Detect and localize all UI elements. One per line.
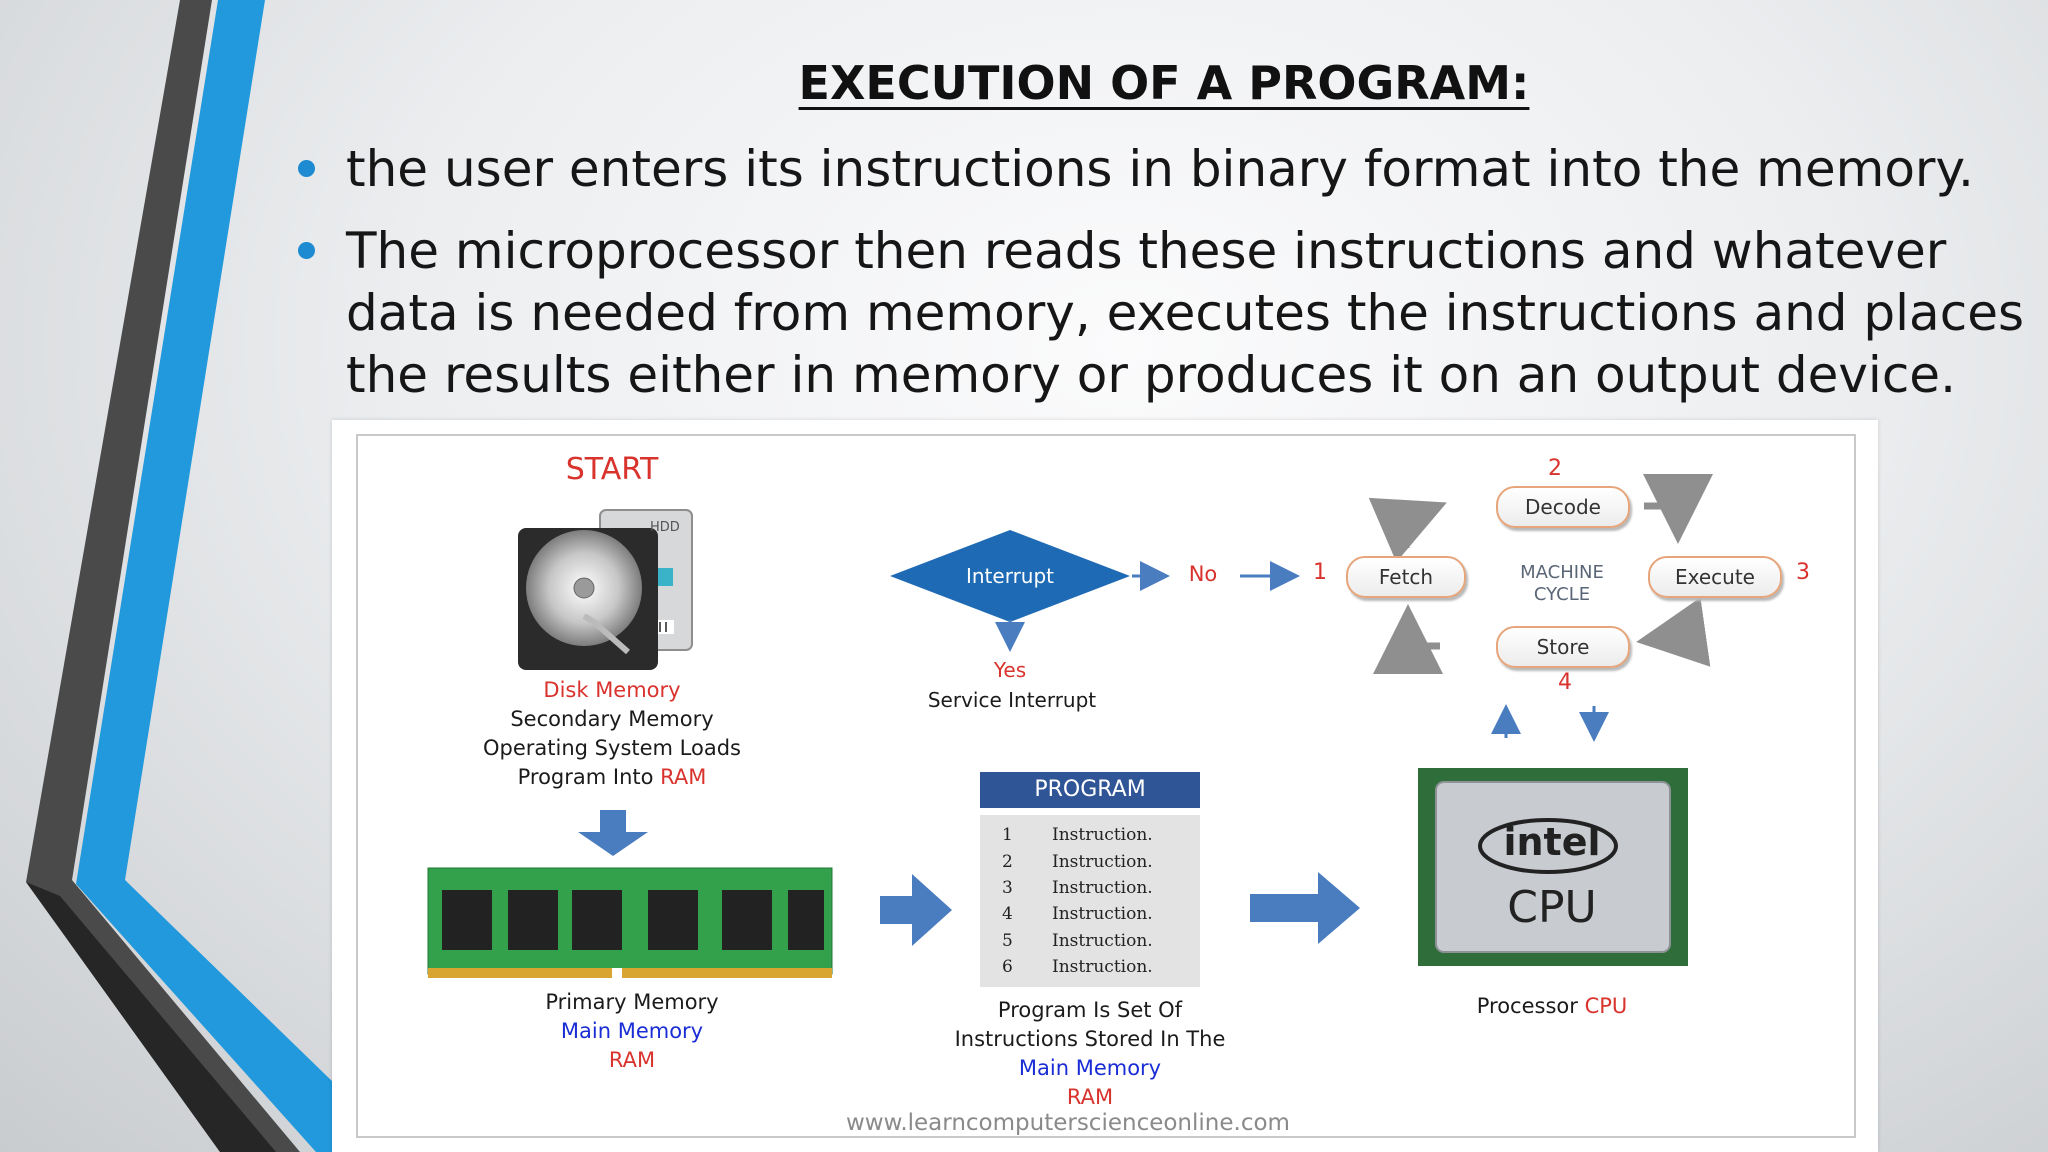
yes-label: Yes [993,658,1027,682]
bullet-item: the user enters its instructions in bina… [296,138,2026,200]
instruction-text: Instruction. [1052,957,1153,977]
decor-stripe-blue [76,0,405,1152]
main-memory-label: Main Memory [560,1019,704,1043]
service-interrupt-label: Service Interrupt [927,688,1097,712]
no-label: No [1188,562,1218,586]
ram-text: RAM [660,765,707,789]
cpu-brand-logo: intel [1503,820,1601,864]
step-3-number: 3 [1796,560,1810,585]
instruction-text: Instruction. [1052,904,1153,924]
machine-cycle-title-1: MACHINE [1520,562,1604,583]
ram-module-icon [427,867,833,982]
disk-memory-label: Disk Memory [543,678,681,702]
instruction-row: 1 Instruction. [980,825,1200,851]
hdd-label: HDD [650,520,680,535]
instruction-number: 5 [1002,931,1013,951]
watermark-text: www.learncomputerscienceonline.com [836,1110,1300,1136]
bullet-dot-icon [298,242,315,259]
down-arrow-icon [578,810,648,856]
interrupt-label: Interrupt [965,564,1055,588]
cpu-text: CPU [1584,994,1628,1018]
decor-stripe-gray [26,0,300,1152]
instruction-text: Instruction. [1052,931,1153,951]
bullet-text: the user enters its instructions in bina… [346,140,1974,198]
cycle-arrows [1368,474,1713,674]
instruction-text: Instruction. [1052,825,1153,845]
instruction-row: 6 Instruction. [980,957,1200,983]
program-header: PROGRAM [980,772,1200,808]
store-step: Store [1496,626,1630,668]
step-4-number: 4 [1558,670,1572,695]
primary-memory-label: Primary Memory [545,990,719,1014]
fetch-step: Fetch [1346,556,1466,598]
program-caption-4: RAM [1066,1085,1114,1109]
start-label: START [565,452,659,487]
slide-title: EXECUTION OF A PROGRAM: [798,56,1530,110]
bullet-dot-icon [298,160,315,177]
processor-text: Processor [1476,994,1585,1018]
program-caption-3: Main Memory [1018,1056,1162,1080]
instruction-row: 2 Instruction. [980,852,1200,878]
ram-label: RAM [608,1048,656,1072]
instruction-row: 3 Instruction. [980,878,1200,904]
program-caption-2: Instructions Stored In The [954,1027,1226,1051]
right-arrow-icon [1250,872,1360,944]
bullet-item: The microprocessor then reads these inst… [296,220,2026,406]
diagram-frame [356,434,1856,1138]
diagram-graphics [427,474,1713,982]
step-2-number: 2 [1548,456,1562,481]
instruction-number: 4 [1002,904,1013,924]
os-loads-label: Operating System Loads [483,736,741,760]
right-arrow-icon [880,874,952,946]
instruction-number: 2 [1002,852,1013,872]
processor-cpu-label: Processor CPU [1432,994,1672,1018]
execute-step: Execute [1648,556,1782,598]
instruction-text: Instruction. [1052,852,1153,872]
instruction-text: Instruction. [1052,878,1153,898]
program-execution-diagram: START HDD Disk Memory Secondary Memory O… [332,420,1878,1152]
decor-stripe-dark [26,882,276,1152]
instruction-number: 6 [1002,957,1013,977]
cpu-chip-icon [1418,768,1688,966]
decode-step: Decode [1496,486,1630,528]
interrupt-decision-shape [890,530,1130,622]
hard-disk-icon [518,509,693,670]
instruction-number: 3 [1002,878,1013,898]
bullet-list: the user enters its instructions in bina… [296,138,2026,426]
instruction-row: 4 Instruction. [980,904,1200,930]
machine-cycle-title-2: CYCLE [1533,584,1591,605]
program-into-ram-label: Program Into RAM [442,765,782,789]
secondary-memory-label: Secondary Memory [510,707,714,731]
program-caption-1: Program Is Set Of [997,998,1183,1022]
step-1-number: 1 [1313,560,1327,585]
program-into-text: Program Into [517,765,661,789]
instruction-row: 5 Instruction. [980,931,1200,957]
cpu-chip-text: CPU [1507,882,1597,933]
bullet-text: The microprocessor then reads these inst… [346,222,2025,404]
instruction-number: 1 [1002,825,1013,845]
